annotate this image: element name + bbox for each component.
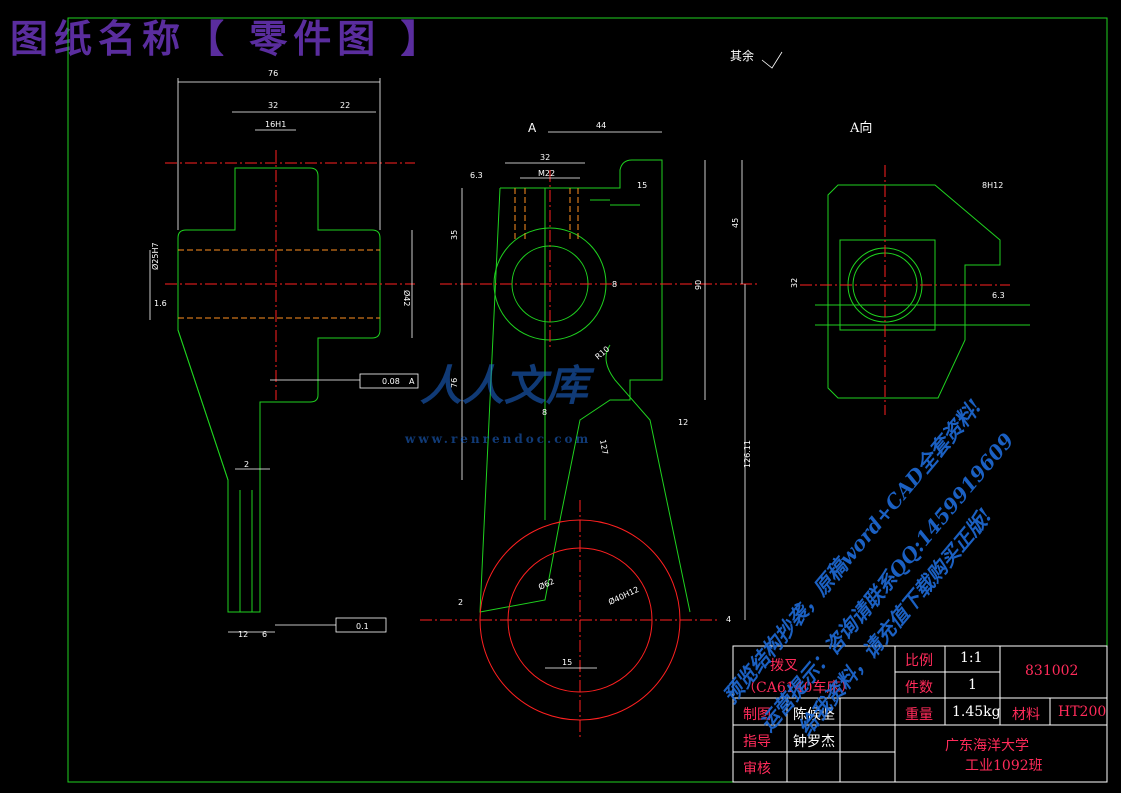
other-roughness-note: 其余 bbox=[730, 48, 754, 63]
view-a-title: A向 bbox=[849, 120, 872, 136]
tol-0-08: 0.08 bbox=[382, 377, 400, 386]
dim-45: 45 bbox=[731, 218, 740, 228]
side-dims bbox=[461, 131, 746, 669]
dim-32b: 32 bbox=[540, 153, 550, 162]
dim-8: 8 bbox=[612, 280, 617, 289]
watermark-url: www.renrendoc.com bbox=[405, 432, 592, 446]
dim-76b: 76 bbox=[450, 378, 459, 388]
dim-2b: 2 bbox=[458, 598, 463, 607]
dim-8b: 8 bbox=[542, 408, 547, 417]
dim-32: 32 bbox=[268, 101, 278, 110]
qty-value: 1 bbox=[968, 677, 977, 693]
view-a-centerlines bbox=[800, 165, 1010, 415]
dim-90: 90 bbox=[694, 280, 703, 290]
weight-value: 1.45kg bbox=[952, 704, 1001, 720]
dim-1-6: 1.6 bbox=[154, 299, 167, 308]
machine-name: （CA6140车床） bbox=[742, 680, 855, 696]
view-a-marker: A bbox=[528, 121, 537, 135]
front-centerlines bbox=[165, 150, 415, 400]
dim-35: 35 bbox=[450, 230, 459, 240]
drawing-number: 831002 bbox=[1025, 663, 1079, 679]
dim-42: Ø42 bbox=[402, 290, 412, 306]
dim-15b: 15 bbox=[562, 658, 572, 667]
dim-12: 12 bbox=[238, 630, 248, 639]
class-name: 工业1092班 bbox=[965, 758, 1043, 774]
front-dims bbox=[149, 78, 419, 633]
dim-8h12: 8H12 bbox=[982, 181, 1003, 190]
roughness-symbol bbox=[761, 51, 783, 69]
dim-25h7: Ø25H7 bbox=[150, 242, 160, 270]
side-centerlines bbox=[420, 170, 760, 740]
dim-44: 44 bbox=[596, 121, 606, 130]
scale-label: 比例 bbox=[905, 653, 933, 669]
rough-6-3: 6.3 bbox=[470, 171, 483, 180]
dim-12b: 12 bbox=[678, 418, 688, 427]
school-name: 广东海洋大学 bbox=[945, 738, 1029, 754]
dim-22: 22 bbox=[340, 101, 350, 110]
advisor-label: 指导 bbox=[743, 734, 771, 750]
dim-16h1: 16H1 bbox=[265, 120, 286, 129]
qty-label: 件数 bbox=[905, 680, 933, 696]
material-label: 材料 bbox=[1012, 707, 1040, 723]
dim-2: 2 bbox=[244, 460, 249, 469]
dim-126-11: 126.11 bbox=[743, 440, 752, 468]
designer-name: 陈候坚 bbox=[793, 707, 835, 723]
watermark-logo: 人人文库 bbox=[420, 361, 589, 410]
tol-0-1: 0.1 bbox=[356, 622, 369, 631]
dim-4: 4 bbox=[726, 615, 731, 624]
review-label: 审核 bbox=[743, 761, 771, 777]
drawing-frame bbox=[67, 17, 1108, 783]
scale-value: 1:1 bbox=[960, 650, 983, 666]
dim-127: 127 bbox=[598, 439, 610, 456]
dim-32c: 32 bbox=[790, 278, 799, 288]
dim-62: Ø62 bbox=[537, 576, 556, 592]
rough-6-3b: 6.3 bbox=[992, 291, 1005, 300]
drawing-title: 图纸名称【 零件图 】 bbox=[10, 16, 445, 61]
front-hidden bbox=[178, 249, 380, 319]
dim-m22: M22 bbox=[538, 169, 555, 178]
advisor-name: 钟罗杰 bbox=[793, 734, 835, 750]
datum-a: A bbox=[409, 377, 415, 386]
designer-label: 制图 bbox=[743, 707, 771, 723]
dim-40h12: Ø40H12 bbox=[607, 584, 641, 607]
weight-label: 重量 bbox=[905, 707, 933, 723]
front-view bbox=[177, 167, 381, 613]
material-value: HT200 bbox=[1058, 704, 1107, 720]
title-block bbox=[732, 645, 1108, 783]
dim-6: 6 bbox=[262, 630, 267, 639]
part-name: 拨叉 bbox=[770, 658, 798, 674]
dim-76: 76 bbox=[268, 69, 278, 78]
dim-15: 15 bbox=[637, 181, 647, 190]
side-hidden bbox=[514, 188, 579, 240]
